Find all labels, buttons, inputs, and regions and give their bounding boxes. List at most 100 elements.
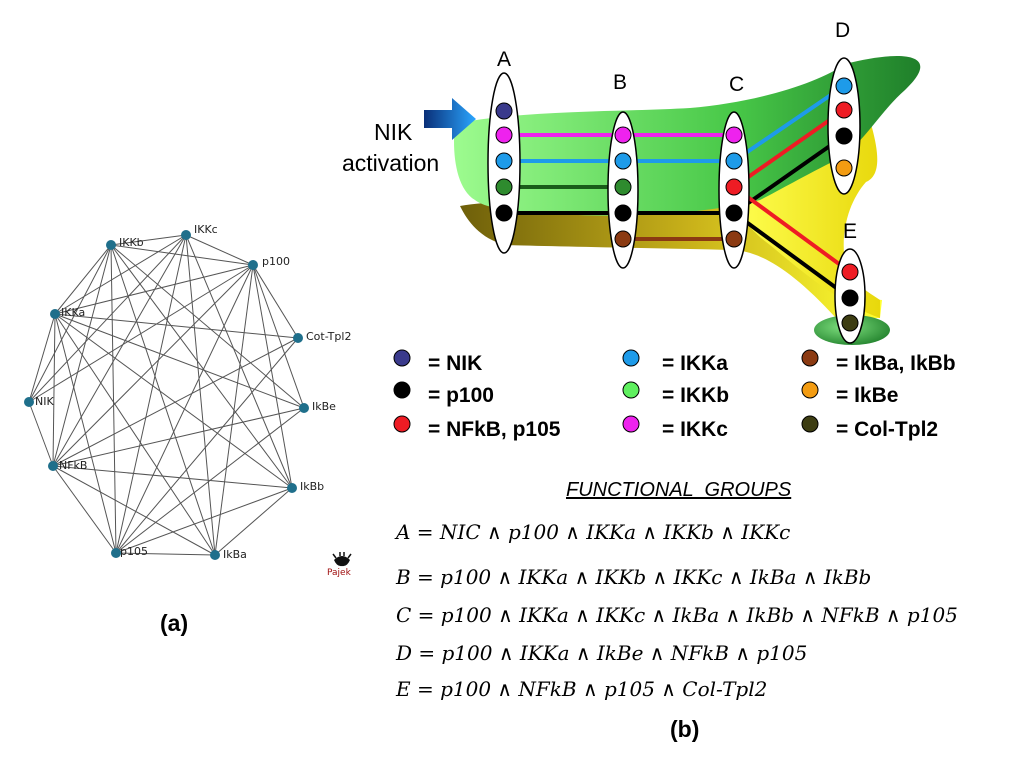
flow-diagram: NIK activation A (342, 19, 921, 345)
network-edge (52, 264, 254, 467)
group-e-label: E (843, 220, 857, 243)
network-node-ikbb (287, 483, 297, 493)
network-edge (54, 313, 305, 409)
network-edge (185, 234, 293, 489)
group-c-label: C (729, 73, 744, 96)
network-edge (54, 264, 254, 315)
panel-a-label: (a) (160, 610, 188, 636)
network-edge (54, 244, 112, 315)
network-node-p105 (111, 548, 121, 558)
network-node-ikbe (299, 403, 309, 413)
network-edge (52, 313, 56, 467)
legend-item-p100: = p100 (393, 381, 494, 407)
legend-item-ikkb: = IKKb (622, 381, 729, 407)
group-d-label: D (835, 19, 850, 42)
network-edge (28, 401, 54, 467)
network-edge (52, 465, 216, 556)
svg-text:= IkBe: = IkBe (836, 384, 898, 407)
equation-a: A = NIC ∧ p100 ∧ IKKa ∧ IKKb ∧ IKKc (396, 520, 791, 544)
legend-item-cot-tpl2: = Col-Tpl2 (801, 415, 938, 441)
group-e: E (834, 220, 866, 344)
functional-groups-title: FUNCTIONAL GROUPS (566, 479, 792, 501)
network-node-label-ikba: IkBa (223, 548, 247, 561)
network-edge (28, 234, 187, 403)
network-edge (28, 313, 56, 403)
network-edge (28, 244, 112, 403)
network-edge (54, 313, 216, 556)
network-edge (54, 313, 299, 339)
network-node-nik (24, 397, 34, 407)
legend-item-ikbe: = IkBe (801, 381, 898, 407)
svg-text:= p100: = p100 (428, 384, 494, 407)
network-node-label-ikka: IKKa (61, 306, 85, 319)
network-edge (110, 244, 117, 554)
svg-text:= IKKc: = IKKc (662, 418, 728, 441)
network-edge (52, 465, 293, 489)
svg-text:= IkBa, IkBb: = IkBa, IkBb (836, 352, 956, 375)
group-a: A (487, 48, 521, 254)
legend-item-ikka: = IKKa (622, 349, 728, 375)
nik-activation-line2: activation (342, 150, 439, 176)
network-edge (214, 487, 293, 556)
legend-item-nfkb-p105: = NFkB, p105 (393, 415, 561, 441)
network-node-label-p105: p105 (120, 545, 148, 558)
network-edge (54, 234, 187, 315)
network-node-label-ikbe: IkBe (312, 400, 336, 413)
svg-text:= Col-Tpl2: = Col-Tpl2 (836, 418, 938, 441)
equation-e: E = p100 ∧ NFkB ∧ p105 ∧ Col-Tpl2 (396, 677, 768, 701)
network-node-label-p100: p100 (262, 255, 290, 268)
pajek-logo (332, 552, 352, 567)
network-edge (115, 552, 216, 556)
network-edge (115, 407, 305, 554)
network-node-nfkb (48, 461, 58, 471)
network-edge (54, 313, 293, 489)
network-nodes: IKKbIKKcp100Cot-Tpl2IkBeIkBbIkBap105NFkB… (24, 223, 351, 561)
pajek-watermark: Pajek (327, 568, 351, 578)
network-node-label-nik: NIK (35, 395, 54, 408)
network-edge (115, 487, 293, 554)
olive-band (460, 198, 882, 318)
equation-c: C = p100 ∧ IKKa ∧ IKKc ∧ IkBa ∧ IkBb ∧ N… (396, 603, 958, 627)
svg-text:= IKKa: = IKKa (662, 352, 728, 375)
network-edge (252, 264, 293, 489)
group-b: B (607, 71, 639, 269)
network-edge (110, 234, 187, 246)
network-edge (110, 244, 293, 489)
network-edge (214, 264, 254, 556)
legend-item-ikkc: = IKKc (622, 415, 728, 441)
panel-b-label: (b) (670, 716, 699, 742)
network-node-label-ikbb: IkBb (300, 480, 324, 493)
group-a-label: A (497, 48, 511, 71)
network-edge (52, 407, 305, 467)
network-node-label-nfkb: NFkB (59, 459, 87, 472)
network-edge (185, 234, 254, 266)
equation-b: B = p100 ∧ IKKa ∧ IKKb ∧ IKKc ∧ IkBa ∧ I… (396, 565, 872, 589)
network-edge (115, 337, 299, 554)
legend: = NIK = p100 = NFkB, p105 = IKKa = IKKb … (393, 349, 956, 441)
group-b-label: B (613, 71, 627, 94)
network-edge (115, 234, 187, 554)
network-node-ikkc (181, 230, 191, 240)
legend-item-ikba-ikbb: = IkBa, IkBb (801, 349, 956, 375)
group-c: C (718, 73, 750, 269)
network-node-ikkb (106, 240, 116, 250)
network-node-p100 (248, 260, 258, 270)
network-edge (52, 465, 117, 554)
network-edges (28, 234, 305, 556)
network-node-label-ikkb: IKKb (119, 236, 144, 249)
network-graph: IKKbIKKcp100Cot-Tpl2IkBeIkBbIkBap105NFkB… (24, 223, 351, 561)
svg-text:= NFkB, p105: = NFkB, p105 (428, 418, 561, 441)
nik-activation-arrow (424, 98, 476, 140)
svg-text:= IKKb: = IKKb (662, 384, 729, 407)
network-node-ikba (210, 550, 220, 560)
network-edge (28, 264, 254, 403)
network-edge (110, 244, 305, 409)
network-edge (185, 234, 216, 556)
network-edge (52, 234, 187, 467)
nik-activation-line1: NIK (374, 119, 413, 145)
group-d: D (827, 19, 861, 195)
equation-d: D = p100 ∧ IKKa ∧ IkBe ∧ NFkB ∧ p105 (396, 641, 808, 665)
network-edge (54, 313, 117, 554)
legend-item-nik: = NIK (393, 349, 482, 375)
